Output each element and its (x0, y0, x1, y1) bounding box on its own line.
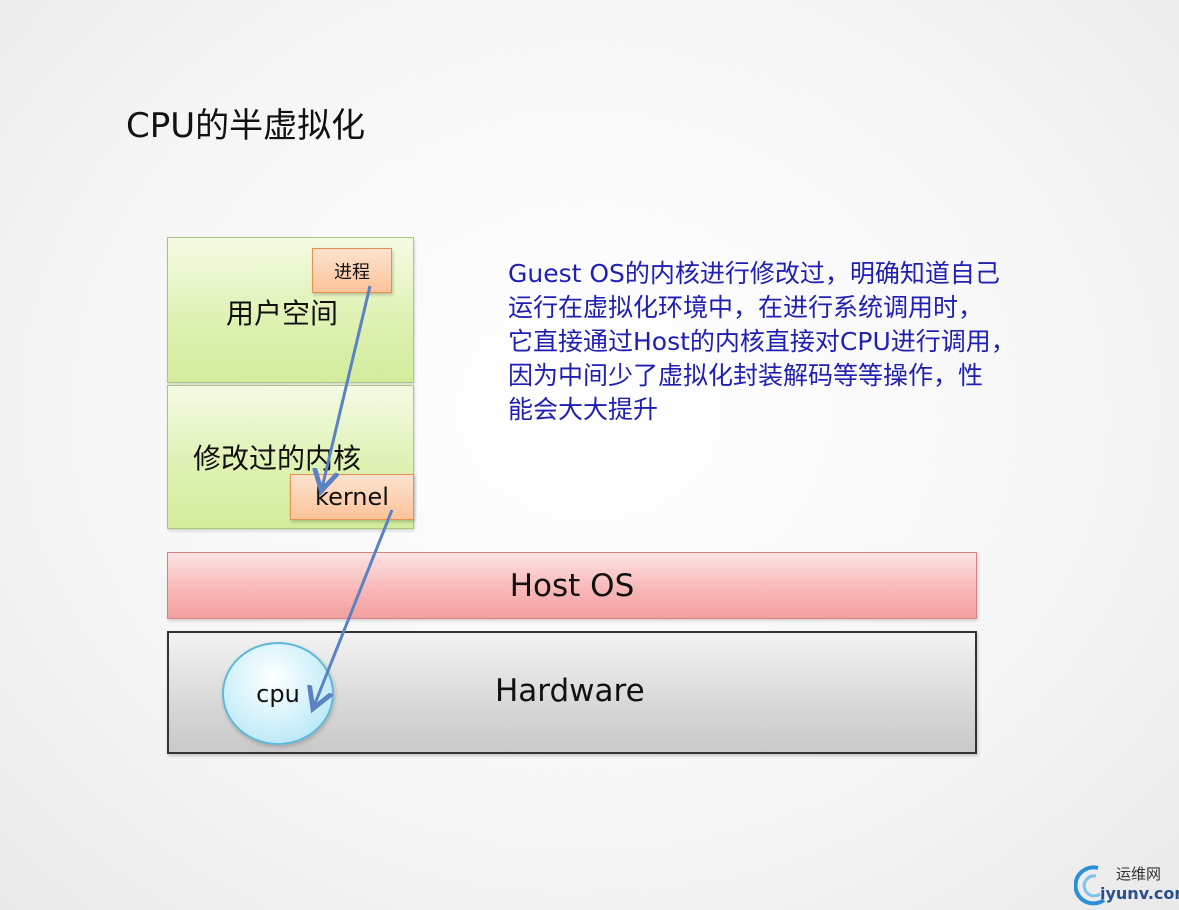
hardware-label: Hardware (495, 673, 645, 709)
arrow-kernel-to-cpu (314, 509, 394, 706)
description-line: 能会大大提升 (508, 395, 659, 424)
description-text: Guest OS的内核进行修改过，明确知道自己 运行在虚拟化环境中，在进行系统调… (508, 257, 1078, 427)
watermark-domain: iyunv.com (1100, 884, 1179, 903)
watermark-logo-icon (1074, 865, 1106, 906)
description-line: Guest OS的内核进行修改过，明确知道自己 (508, 259, 1000, 288)
description-line: 运行在虚拟化环境中，在进行系统调用时， (508, 293, 984, 322)
user-space-label: 用户空间 (226, 297, 339, 330)
process-box: 进程 (312, 248, 392, 293)
host-os-layer: Host OS (167, 552, 977, 619)
kernel-box: kernel (290, 474, 414, 520)
description-line: 因为中间少了虚拟化封装解码等等操作，性 (508, 361, 984, 390)
arrow-process-to-kernel (322, 285, 372, 488)
watermark-name: 运维网 (1116, 865, 1162, 883)
slide-title: CPU的半虚拟化 (126, 106, 366, 146)
description-line: 它直接通过Host的内核直接对CPU进行调用， (508, 327, 1016, 356)
